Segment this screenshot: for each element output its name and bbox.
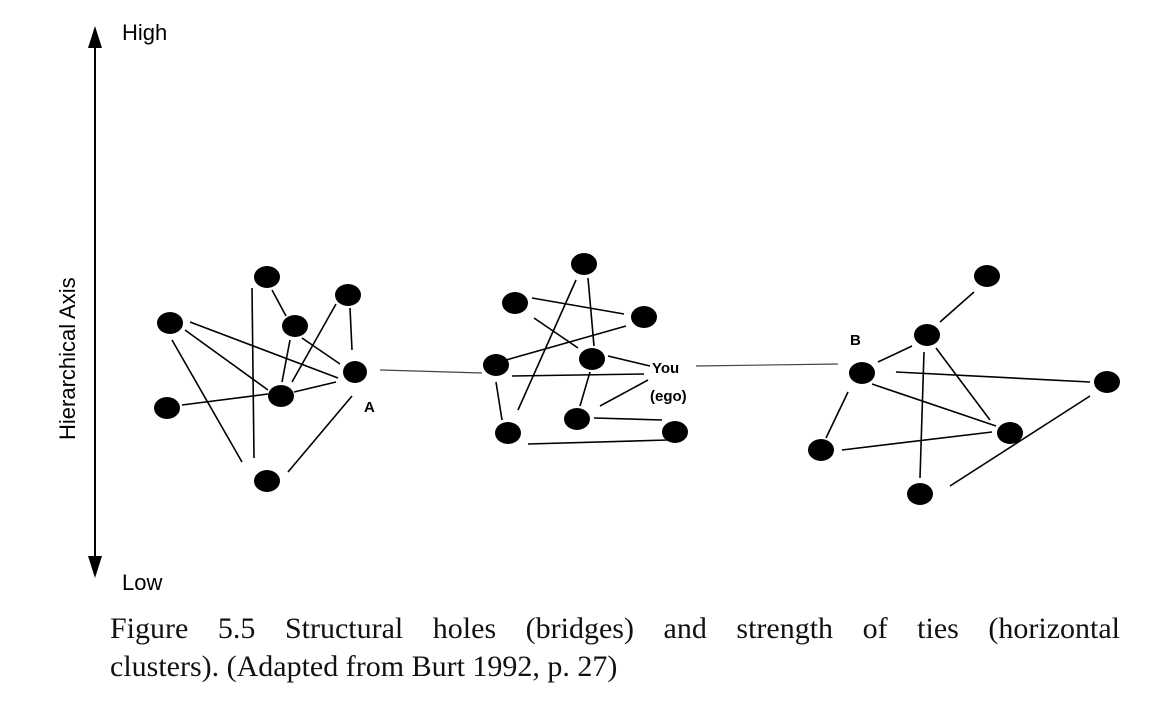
nodes-cluster-left [154,266,367,492]
node [335,284,361,306]
node [282,315,308,337]
axis-arrow-down-icon [88,556,102,578]
node [974,265,1000,287]
caption-line-1: Figure 5.5 Structural holes (bridges) an… [110,612,1120,645]
node [154,397,180,419]
node [997,422,1023,444]
node [483,354,509,376]
bridge-edges [379,363,839,374]
node [502,292,528,314]
caption-line-2: clusters). (Adapted from Burt 1992, p. 2… [110,650,618,683]
node [254,266,280,288]
node [808,439,834,461]
node [268,385,294,407]
node-a [343,361,367,383]
axis-arrow-up-icon [88,26,102,48]
node [631,306,657,328]
bridge-ego-to-b [695,363,839,367]
node [571,253,597,275]
hierarchical-axis: High Low Hierarchical Axis [55,20,167,595]
node [914,324,940,346]
node [495,422,521,444]
figure-caption: Figure 5.5 Structural holes (bridges) an… [110,610,1120,686]
edges-cluster-right [825,291,1091,487]
axis-side-label: Hierarchical Axis [55,277,80,440]
label-ego: (ego) [650,388,687,405]
node [564,408,590,430]
node [1094,371,1120,393]
label-a: A [364,399,375,416]
node [254,470,280,492]
node [157,312,183,334]
bridge-a-to-middle [379,369,483,374]
nodes-cluster-middle [483,253,688,444]
axis-low-label: Low [122,570,162,595]
label-b: B [850,332,861,349]
edges-cluster-middle [495,277,669,445]
axis-high-label: High [122,20,167,45]
node [907,483,933,505]
node-ego [579,348,605,370]
node-b [849,362,875,384]
node [662,421,688,443]
nodes-cluster-right [808,265,1120,505]
label-you: You [652,360,679,377]
edges-cluster-left [171,287,353,473]
